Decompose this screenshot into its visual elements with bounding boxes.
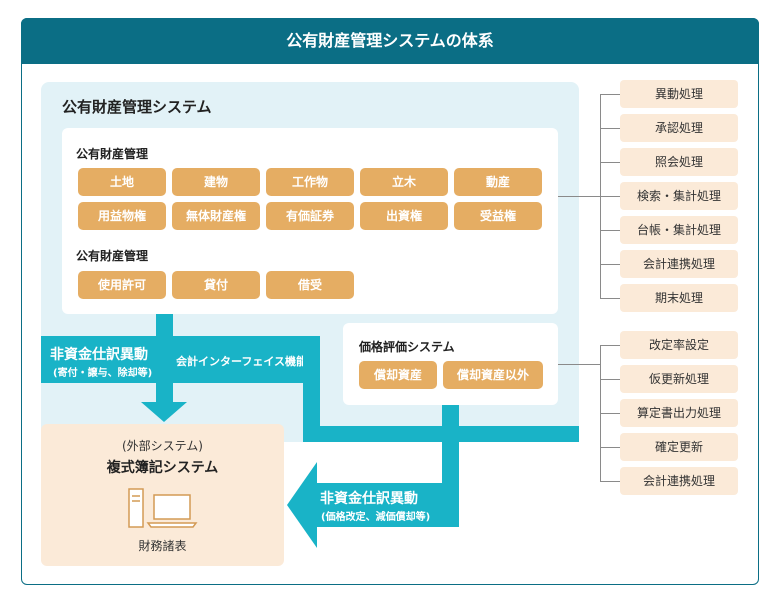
tag-borrowing: 借受	[266, 271, 354, 299]
connector-asset	[558, 196, 600, 197]
arrow-left-band	[41, 336, 320, 383]
tag-land: 土地	[78, 168, 166, 196]
tag-securities: 有価証券	[266, 202, 354, 230]
arrow-bottom-stem	[442, 405, 459, 483]
tag-structure: 工作物	[266, 168, 354, 196]
tag-lending: 貸付	[172, 271, 260, 299]
valuation-title: 価格評価システム	[359, 340, 455, 354]
process-accounting-link-2: 会計連携処理	[620, 467, 738, 495]
tag-movable: 動産	[454, 168, 542, 196]
process-search: 検索・集計処理	[620, 182, 738, 210]
external-output: 財務諸表	[138, 539, 187, 553]
computer-icon	[128, 488, 198, 528]
process-approval: 承認処理	[620, 114, 738, 142]
arrow-left-head	[141, 402, 187, 422]
arrow-left-title: 非資金仕訳異動	[50, 347, 148, 363]
tag-use-permit: 使用許可	[78, 271, 166, 299]
process-final-update: 確定更新	[620, 433, 738, 461]
tag-depreciable: 償却資産	[359, 361, 437, 389]
tag-intangible: 無体財産権	[172, 202, 260, 230]
tag-beneficiary: 受益権	[454, 202, 542, 230]
process-calc-output: 算定書出力処理	[620, 399, 738, 427]
process-ledger: 台帳・集計処理	[620, 216, 738, 244]
process-accounting-link: 会計連携処理	[620, 250, 738, 278]
external-system-pre: (外部システム)	[121, 439, 203, 453]
tag-investment: 出資権	[360, 202, 448, 230]
arrow-bottom-head	[287, 462, 317, 548]
tag-non-depreciable: 償却資産以外	[443, 361, 543, 389]
tag-usufruct: 用益物権	[78, 202, 166, 230]
process-provisional-update: 仮更新処理	[620, 365, 738, 393]
group1-heading: 公有財産管理	[76, 147, 149, 161]
interface-vertical	[303, 336, 320, 442]
main-system-title: 公有財産管理システム	[62, 98, 212, 116]
tag-standing-tree: 立木	[360, 168, 448, 196]
process-transfer: 異動処理	[620, 80, 738, 108]
group2-heading: 公有財産管理	[76, 249, 149, 263]
interface-horizontal	[303, 426, 579, 442]
interface-label: 会計インターフェイス機能	[176, 355, 308, 368]
external-system-title: 複式簿記システム	[106, 460, 219, 476]
arrow-bottom-title: 非資金仕訳異動	[320, 491, 418, 507]
arrow-bottom-subtitle: (価格改定、減価償却等)	[321, 512, 431, 523]
diagram-title: 公有財産管理システムの体系	[21, 18, 759, 64]
arrow-bottom-band	[316, 483, 459, 527]
process-period-end: 期末処理	[620, 284, 738, 312]
arrow-left-stem	[156, 383, 173, 405]
arrow-left-stem-top	[156, 314, 173, 336]
process-rate-setting: 改定率設定	[620, 331, 738, 359]
process-inquiry: 照会処理	[620, 148, 738, 176]
arrow-left-subtitle: (寄付・譲与、除却等)	[53, 368, 153, 379]
connector-valuation	[558, 364, 600, 365]
tag-building: 建物	[172, 168, 260, 196]
